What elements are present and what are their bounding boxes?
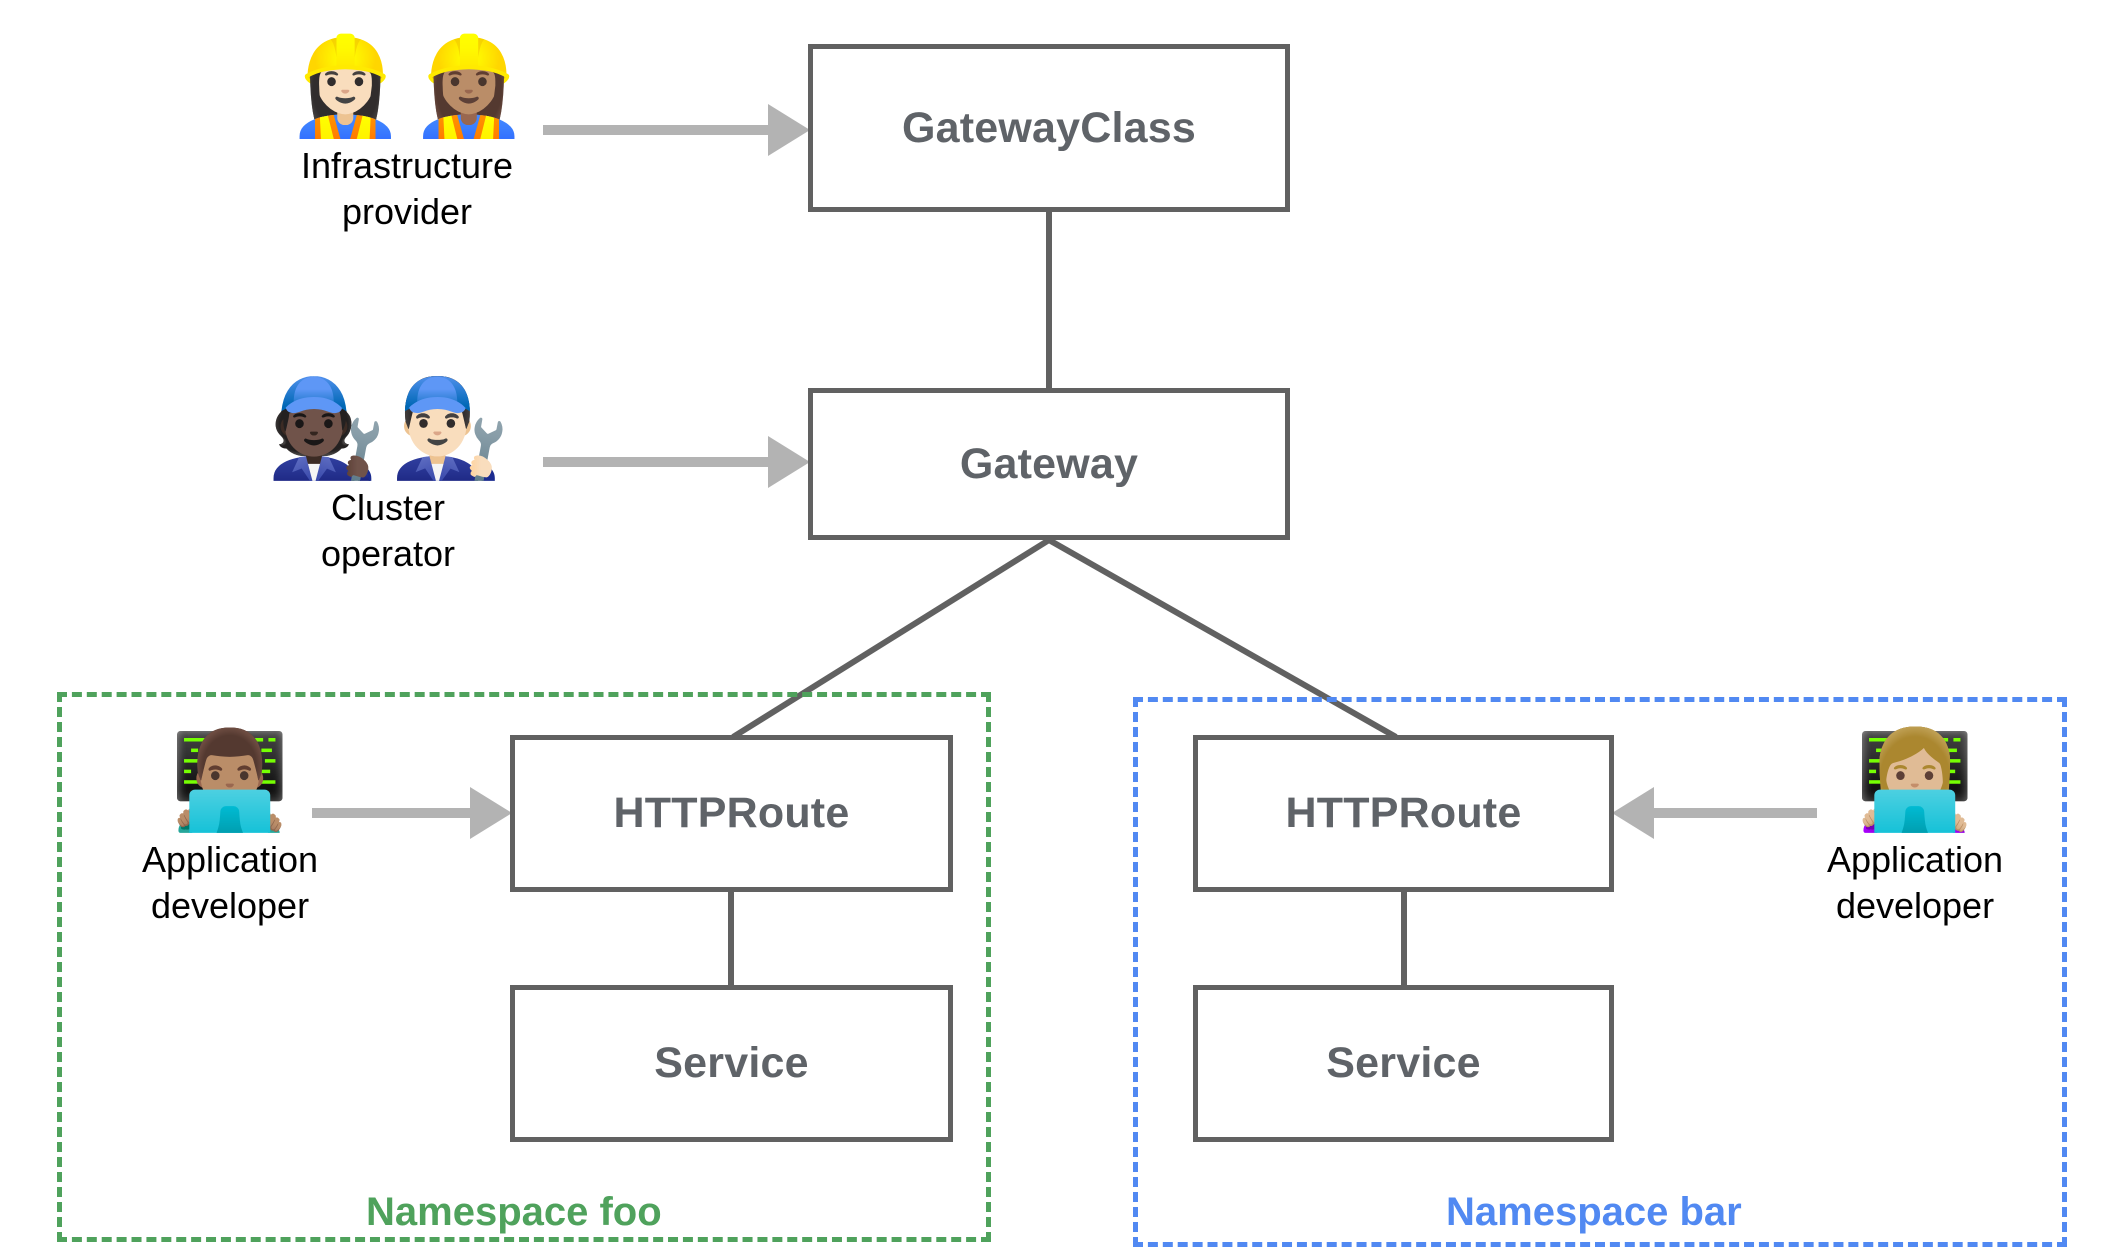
woman-technologist-light-skin-icon: 👩🏼‍💻 — [1855, 724, 1975, 836]
node-service-foo[interactable]: Service — [510, 985, 953, 1142]
arrow-cluster-operator-to-gateway — [543, 436, 810, 488]
woman-construction-worker-medium-skin-icon: 👷🏽‍♀️ — [409, 30, 529, 142]
man-mechanic-light-skin-icon: 👨🏻‍🔧 — [390, 372, 510, 484]
persona-application-developer-foo-emojis: 👨🏽‍💻 — [170, 730, 290, 831]
node-httproute-bar-label: HTTPRoute — [1285, 789, 1522, 837]
persona-application-developer-foo: 👨🏽‍💻 Application developer — [115, 730, 345, 929]
node-gateway[interactable]: Gateway — [808, 388, 1290, 540]
persona-cluster-operator-emojis: 🧑🏿‍🔧 👨🏻‍🔧 — [266, 378, 509, 479]
namespace-bar-container — [1133, 697, 2067, 1247]
woman-construction-worker-light-skin-icon: 👷🏻‍♀️ — [285, 30, 405, 142]
node-httproute-foo[interactable]: HTTPRoute — [510, 735, 953, 892]
persona-cluster-operator-label: Cluster operator — [320, 486, 456, 574]
persona-infrastructure-provider-emojis: 👷🏻‍♀️ 👷🏽‍♀️ — [285, 36, 528, 137]
namespace-bar-label: Namespace bar — [1446, 1190, 1742, 1234]
node-gatewayclass[interactable]: GatewayClass — [808, 44, 1290, 212]
node-gatewayclass-label: GatewayClass — [901, 103, 1196, 152]
node-service-foo-label: Service — [654, 1039, 809, 1087]
namespace-foo-container — [57, 692, 991, 1242]
persona-application-developer-bar: 👩🏼‍💻 Application developer — [1800, 730, 2030, 929]
node-httproute-foo-label: HTTPRoute — [613, 789, 850, 837]
persona-application-developer-foo-label: Application developer — [141, 838, 319, 926]
persona-infrastructure-provider-label: Infrastructure provider — [300, 144, 514, 232]
mechanic-dark-skin-icon: 🧑🏿‍🔧 — [266, 372, 386, 484]
persona-application-developer-bar-label: Application developer — [1826, 838, 2004, 926]
arrow-infrastructure-provider-to-gatewayclass — [543, 104, 810, 156]
persona-application-developer-bar-emojis: 👩🏼‍💻 — [1855, 730, 1975, 831]
namespace-foo-label: Namespace foo — [366, 1190, 662, 1234]
node-gateway-label: Gateway — [959, 439, 1139, 488]
node-service-bar-label: Service — [1326, 1039, 1481, 1087]
node-httproute-bar[interactable]: HTTPRoute — [1193, 735, 1614, 892]
node-service-bar[interactable]: Service — [1193, 985, 1614, 1142]
man-technologist-medium-skin-icon: 👨🏽‍💻 — [170, 724, 290, 836]
persona-infrastructure-provider: 👷🏻‍♀️ 👷🏽‍♀️ Infrastructure provider — [277, 36, 537, 235]
persona-cluster-operator: 🧑🏿‍🔧 👨🏻‍🔧 Cluster operator — [258, 378, 518, 577]
